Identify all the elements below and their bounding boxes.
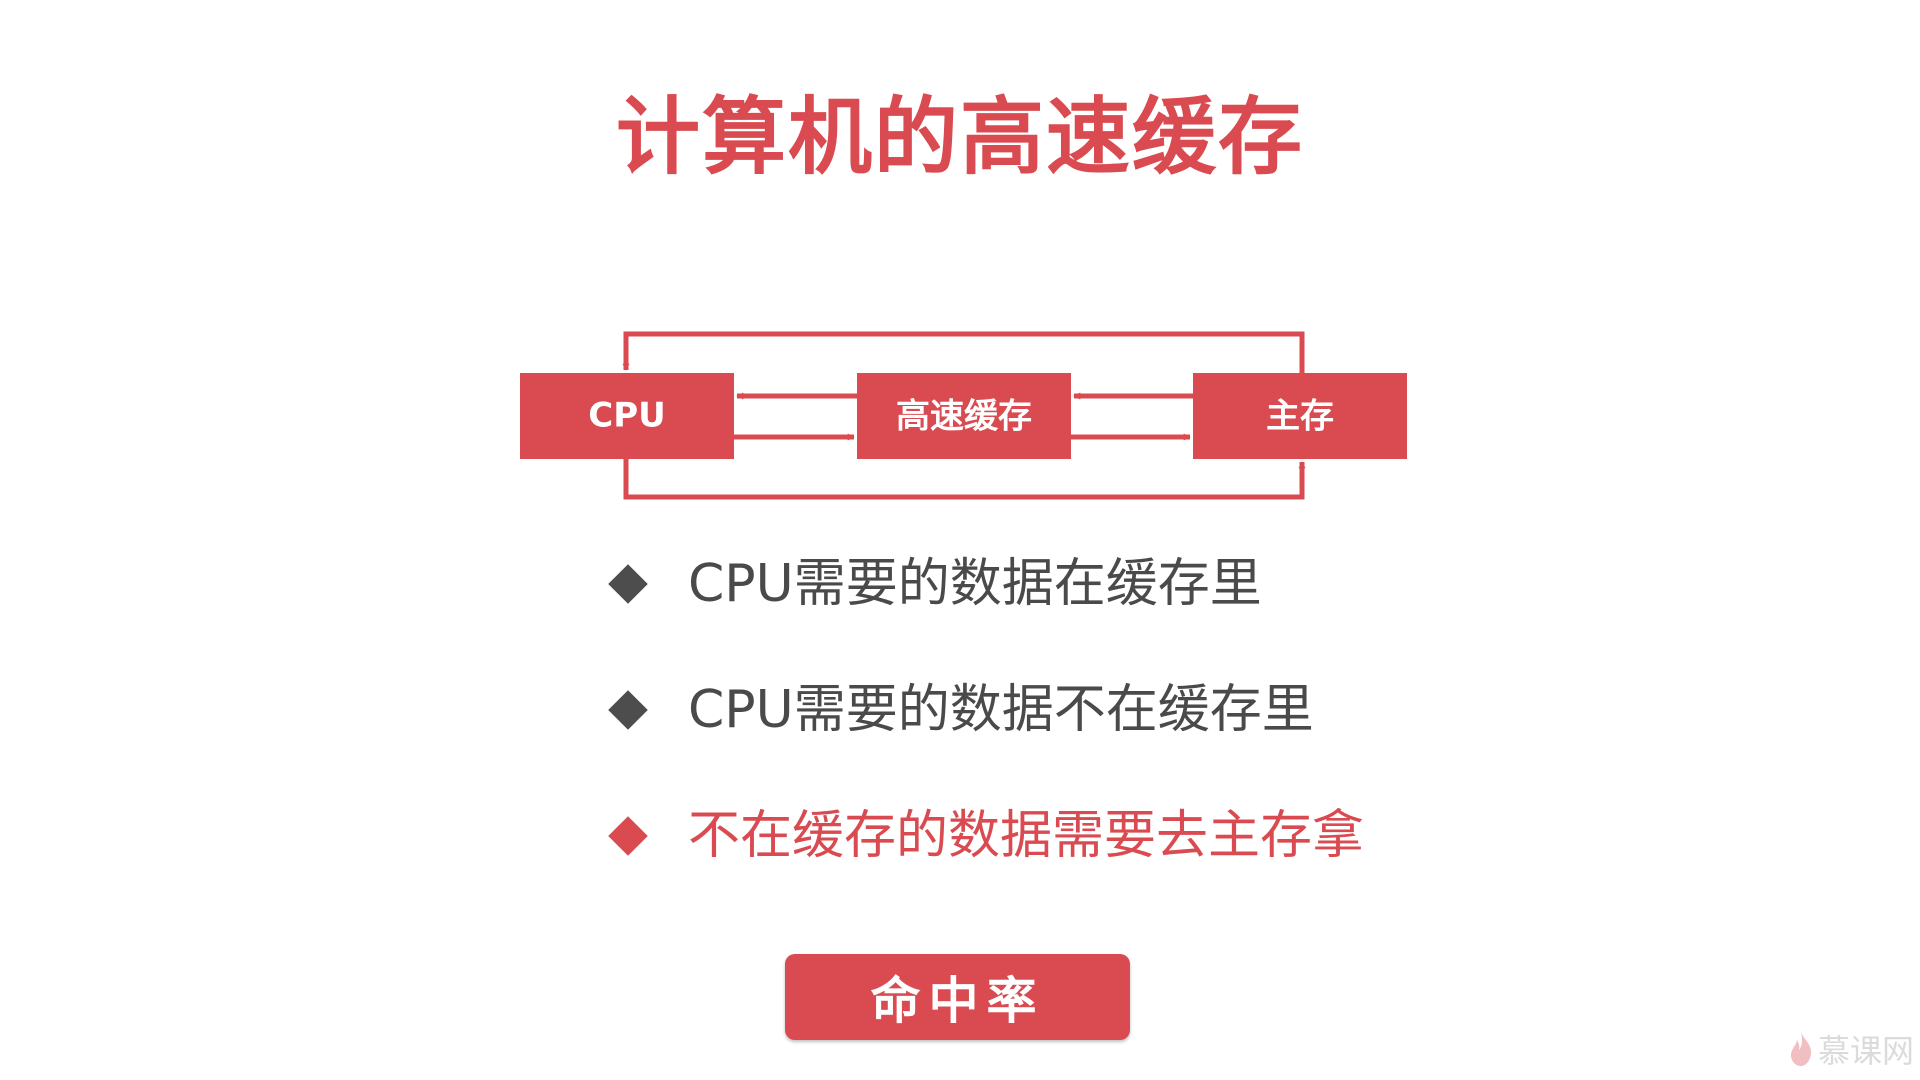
bullet-text: CPU需要的数据在缓存里: [688, 554, 1262, 614]
cache-box: [857, 373, 1071, 459]
bullet-text: 不在缓存的数据需要去主存拿: [688, 806, 1365, 866]
flame-icon: [1790, 1032, 1812, 1066]
slide-title: 计算机的高速缓存: [615, 88, 1304, 186]
cpu-box: [520, 373, 734, 459]
arrow-memory-to-cpu-loop: [622, 331, 1305, 373]
bullet-item: CPU需要的数据不在缓存里: [604, 678, 1364, 742]
memory-label: 主存: [1266, 397, 1334, 437]
memory-box: [1193, 373, 1407, 459]
cache-label: 高速缓存: [896, 397, 1032, 437]
bullet-item: CPU需要的数据在缓存里: [604, 552, 1364, 616]
bullet-item-highlighted: 不在缓存的数据需要去主存拿: [604, 804, 1364, 868]
bullet-text: CPU需要的数据不在缓存里: [688, 680, 1314, 740]
watermark: 慕课网: [1788, 1026, 1914, 1072]
diamond-bullet-icon: [608, 564, 648, 604]
watermark-text: 慕课网: [1817, 1032, 1914, 1070]
hit-rate-button[interactable]: 命中率: [785, 954, 1130, 1040]
diamond-bullet-icon: [608, 690, 648, 730]
diamond-bullet-icon: [608, 816, 648, 856]
bullet-list: CPU需要的数据在缓存里 CPU需要的数据不在缓存里 不在缓存的数据需要去主存拿: [604, 552, 1364, 930]
arrow-cpu-to-memory-loop: [623, 459, 1306, 500]
cpu-label: CPU: [588, 396, 665, 436]
